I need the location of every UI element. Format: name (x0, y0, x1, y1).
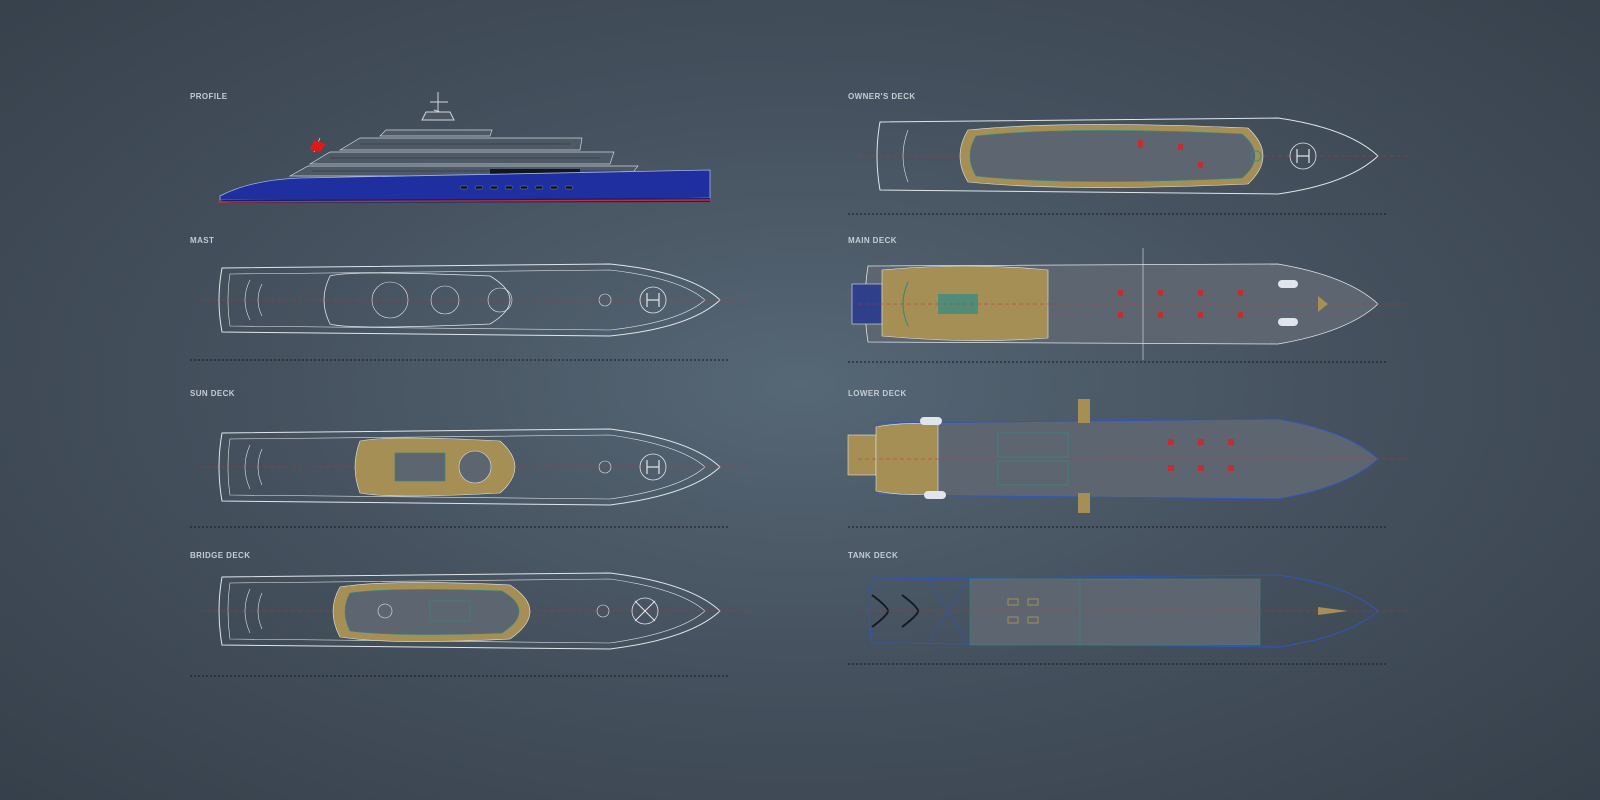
bridge-deck-plan-drawing (190, 572, 750, 677)
panel-label-profile: PROFILE (190, 92, 228, 101)
panel-label-main-deck: MAIN DECK (848, 236, 897, 245)
panel-label-tank-deck: TANK DECK (848, 551, 899, 560)
panel-label-owners-deck: OWNER'S DECK (848, 92, 916, 101)
panel-lower-deck: LOWER DECK (847, 389, 1408, 531)
flag-icon (310, 137, 326, 153)
lower-deck-plan-drawing (847, 399, 1408, 528)
panel-mast: MAST (190, 236, 750, 372)
tender-icon (920, 417, 946, 499)
panel-tank-deck: TANK DECK (848, 551, 1408, 681)
helipad-icon (639, 286, 667, 314)
tender-icon (1278, 280, 1298, 326)
panel-sun-deck: SUN DECK (190, 389, 750, 531)
panel-main-deck: MAIN DECK (848, 236, 1408, 372)
panel-label-sun-deck: SUN DECK (190, 389, 235, 398)
helipad-icon (631, 597, 659, 625)
panel-label-bridge-deck: BRIDGE DECK (190, 551, 251, 560)
panel-label-lower-deck: LOWER DECK (848, 389, 907, 398)
owners-deck-plan-drawing (848, 117, 1408, 215)
main-deck-plan-drawing (848, 248, 1408, 363)
helipad-icon (1289, 142, 1317, 170)
panel-profile: PROFILE (190, 92, 760, 222)
panel-bridge-deck: BRIDGE DECK (190, 551, 750, 681)
panel-label-mast: MAST (190, 236, 215, 245)
profile-drawing (217, 92, 713, 203)
tank-deck-plan-drawing (848, 574, 1408, 665)
helipad-icon (639, 453, 667, 481)
panel-owners-deck: OWNER'S DECK (848, 92, 1408, 222)
sun-deck-plan-drawing (190, 428, 750, 528)
mast-plan-drawing (190, 263, 750, 361)
